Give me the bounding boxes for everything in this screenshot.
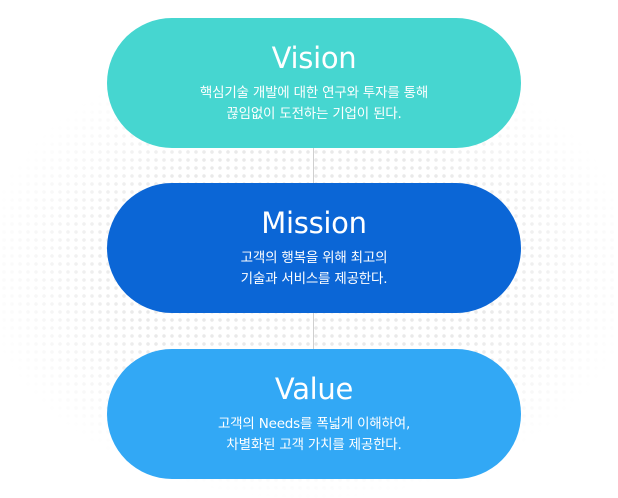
mission-title: Mission xyxy=(261,206,367,240)
vision-description-line-1: 핵심기술 개발에 대한 연구와 투자를 통해 xyxy=(199,85,429,101)
vision-description: 핵심기술 개발에 대한 연구와 투자를 통해 끊임없이 도전하는 기업이 된다. xyxy=(107,83,521,125)
mission-description: 고객의 행복을 위해 최고의 기술과 서비스를 제공한다. xyxy=(107,248,521,290)
value-description-line-2: 차별화된 고객 가치를 제공한다. xyxy=(226,437,402,453)
vision-title: Vision xyxy=(271,41,357,75)
vision-card: Vision 핵심기술 개발에 대한 연구와 투자를 통해 끊임없이 도전하는 … xyxy=(107,18,521,148)
value-description: 고객의 Needs를 폭넓게 이해하여, 차별화된 고객 가치를 제공한다. xyxy=(107,414,521,456)
mission-description-line-1: 고객의 행복을 위해 최고의 xyxy=(240,250,388,266)
value-description-line-1: 고객의 Needs를 폭넓게 이해하여, xyxy=(217,416,411,432)
vision-description-line-2: 끊임없이 도전하는 기업이 된다. xyxy=(226,106,402,122)
value-card: Value 고객의 Needs를 폭넓게 이해하여, 차별화된 고객 가치를 제… xyxy=(107,349,521,479)
mission-description-line-2: 기술과 서비스를 제공한다. xyxy=(240,271,388,287)
mission-card: Mission 고객의 행복을 위해 최고의 기술과 서비스를 제공한다. xyxy=(107,183,521,313)
value-title: Value xyxy=(274,372,354,406)
